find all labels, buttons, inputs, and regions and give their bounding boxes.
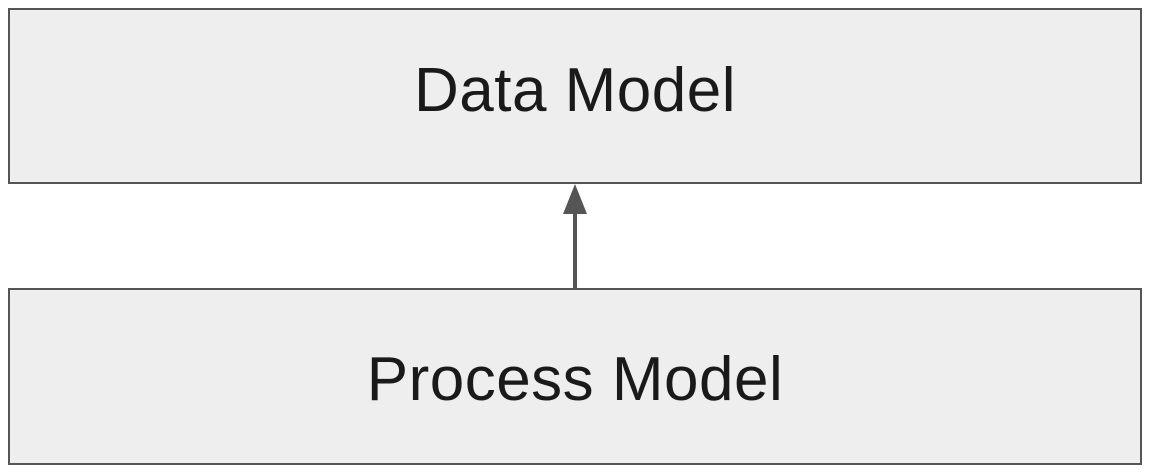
data-model-label: Data Model — [413, 55, 737, 125]
process-model-box: Process Model — [8, 288, 1142, 465]
process-to-data-arrow-head — [563, 184, 587, 214]
data-model-box: Data Model — [8, 8, 1142, 184]
process-model-label: Process Model — [366, 345, 784, 414]
